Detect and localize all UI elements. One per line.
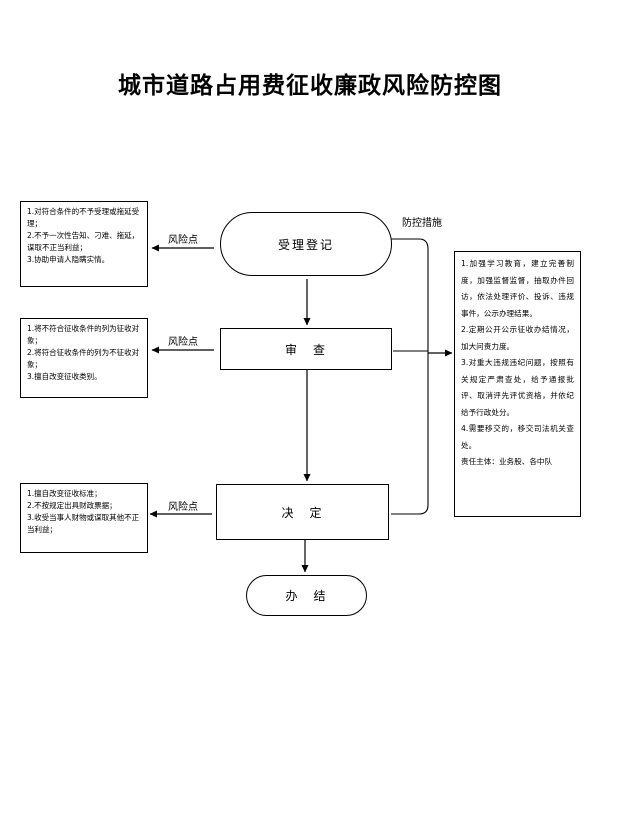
risk-item: 1.对符合条件的不予受理或拖延受理； — [27, 207, 140, 228]
node-accept-registration: 受理登记 — [220, 212, 392, 276]
risk-item: 3.协助申请人隐瞒实情。 — [27, 255, 110, 264]
risk-item: 3.收受当事人财物或谋取其他不正当利益； — [27, 513, 140, 534]
measure-item: 2.定期公开公示征收办结情况，加大问责力度。 — [461, 325, 574, 351]
prevention-measures-box: 1.加强学习教育，建立完善制度，加强监督监督，抽取办件回访，依法处理评价、投诉、… — [454, 251, 581, 517]
risk-item: 2.不按规定出具财政票据； — [27, 501, 117, 510]
risk-box-review: 1.将不符合征收条件的列为征收对象； 2.将符合征收条件的列为不征收对象； 3.… — [20, 318, 148, 398]
risk-item: 3.擅自改变征收类别。 — [27, 372, 102, 381]
measure-item: 3.对重大违规违纪问题，按照有关规定严肃查处，给予通报批评、取消评先评优资格，并… — [461, 358, 574, 417]
measure-item: 1.加强学习教育，建立完善制度，加强监督监督，抽取办件回访，依法处理评价、投诉、… — [461, 259, 574, 318]
risk-point-label: 风险点 — [168, 502, 198, 513]
node-completion: 办 结 — [246, 575, 367, 616]
risk-item: 1.擅自改变征收标准； — [27, 489, 102, 498]
node-label: 审 查 — [284, 342, 327, 357]
node-review: 审 查 — [220, 328, 392, 370]
risk-box-decide: 1.擅自改变征收标准； 2.不按规定出具财政票据； 3.收受当事人财物或谋取其他… — [20, 483, 148, 553]
node-label: 办 结 — [285, 589, 328, 603]
risk-box-accept: 1.对符合条件的不予受理或拖延受理； 2.不予一次性告知、刁难、拖延，谋取不正当… — [20, 201, 148, 287]
page-title: 城市道路占用费征收廉政风险防控图 — [118, 72, 502, 99]
node-decision: 决 定 — [216, 484, 389, 540]
measure-item: 4.需要移交的，移交司法机关查处。 — [461, 424, 574, 450]
measures-bracket — [391, 238, 429, 515]
risk-item: 1.将不符合征收条件的列为征收对象； — [27, 324, 140, 345]
measures-label: 防控措施 — [402, 218, 442, 229]
risk-item: 2.不予一次性告知、刁难、拖延，谋取不正当利益； — [27, 231, 140, 252]
node-label: 决 定 — [281, 505, 324, 520]
responsible-party: 责任主体：业务股、各中队 — [461, 457, 553, 466]
risk-point-label: 风险点 — [168, 235, 198, 246]
node-label: 受理登记 — [277, 237, 334, 252]
risk-item: 2.将符合征收条件的列为不征收对象； — [27, 348, 140, 369]
risk-point-label: 风险点 — [168, 337, 198, 348]
